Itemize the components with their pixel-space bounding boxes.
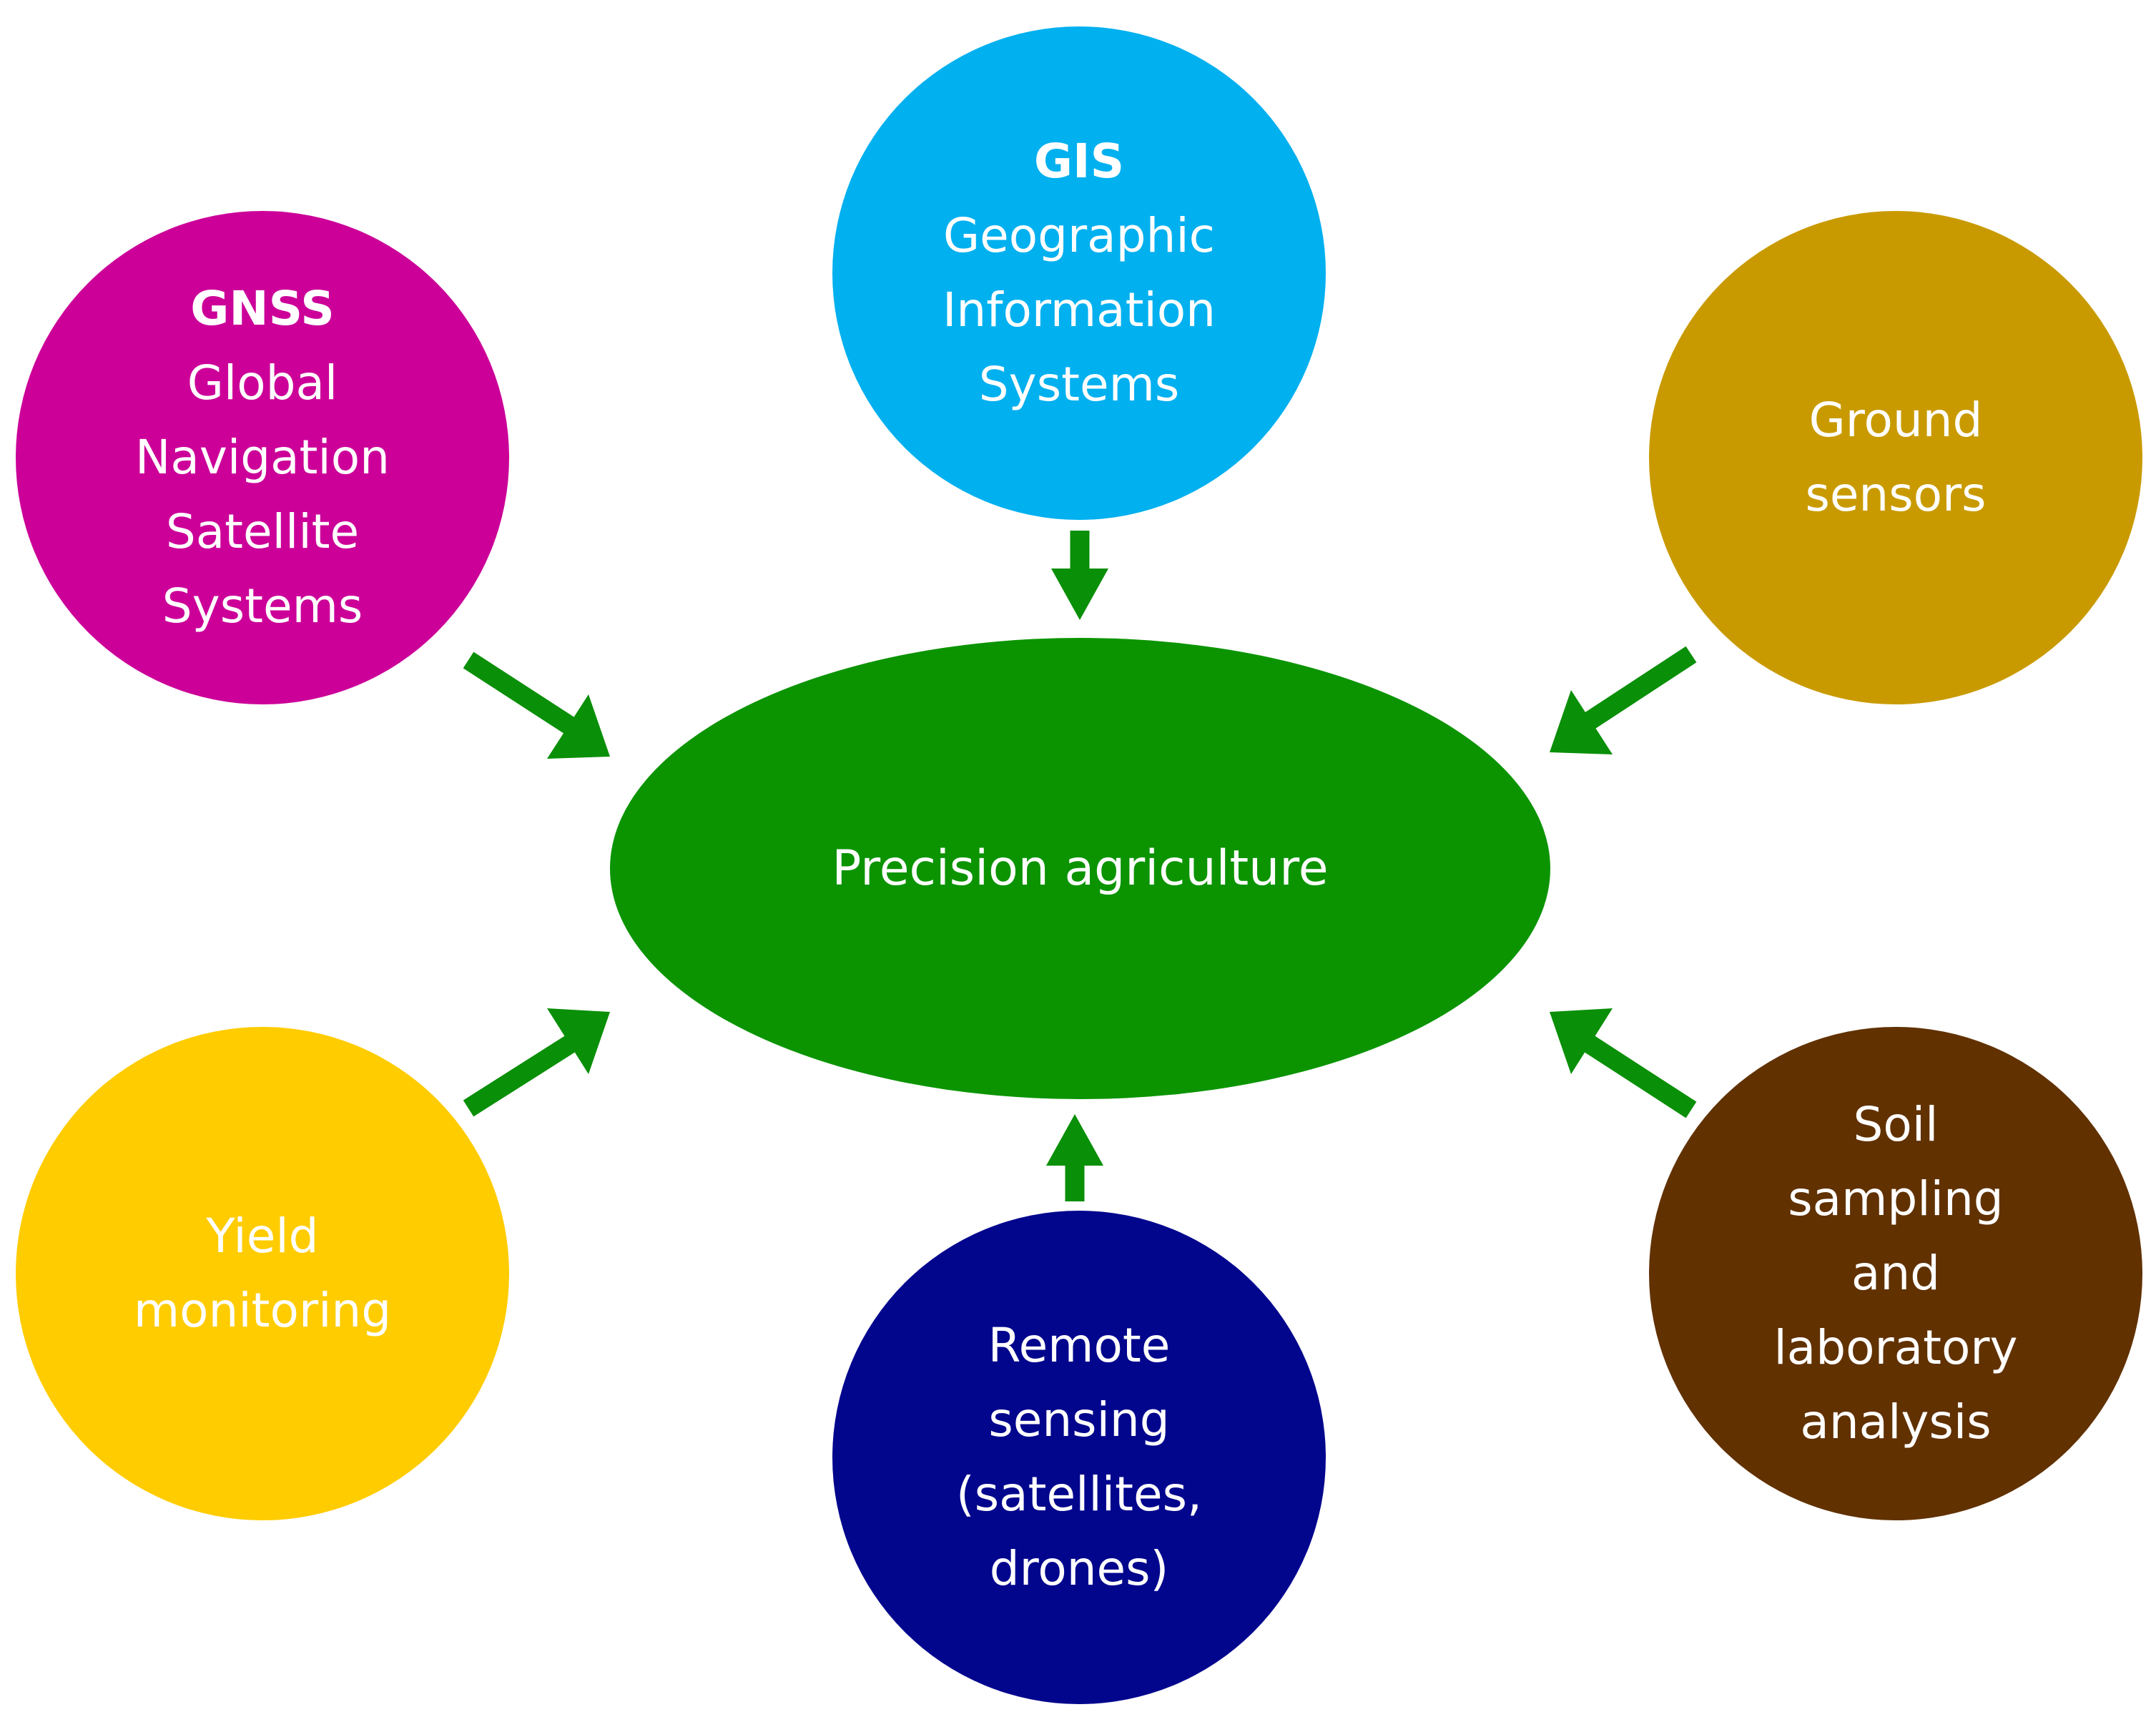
- node-gnss-line-2: Navigation: [135, 430, 390, 485]
- node-soil-line-4: laboratory: [1773, 1320, 2018, 1375]
- node-gnss: GNSS Global Navigation Satellite Systems: [16, 211, 509, 704]
- node-remote-line-4: drones): [989, 1541, 1169, 1596]
- node-yield-line-2: monitoring: [133, 1283, 392, 1338]
- node-soil-sampling: Soil sampling and laboratory analysis: [1649, 1027, 2142, 1520]
- node-soil-line-5: analysis: [1800, 1394, 1992, 1450]
- node-gnss-line-4: Systems: [162, 579, 363, 634]
- node-ground-line-1: Ground: [1808, 393, 1983, 448]
- node-ground-line-2: sensors: [1805, 467, 1987, 522]
- node-remote-line-3: (satellites,: [956, 1467, 1202, 1522]
- node-soil-line-1: Soil: [1853, 1097, 1939, 1152]
- node-yield-line-1: Yield: [206, 1209, 319, 1264]
- node-soil-line-2: sampling: [1788, 1171, 2004, 1226]
- arrow-soil-to-center: [1550, 1008, 1697, 1118]
- node-gis-line-3: Systems: [978, 357, 1180, 412]
- arrow-gis-to-center: [1051, 531, 1108, 620]
- node-gis-line-1: Geographic: [943, 208, 1215, 263]
- node-gnss-title: GNSS: [190, 281, 335, 336]
- node-gnss-line-3: Satellite: [165, 504, 360, 559]
- node-soil-line-3: and: [1851, 1246, 1941, 1301]
- arrow-gnss-to-center: [463, 651, 610, 759]
- center-node-label: Precision agriculture: [832, 840, 1329, 897]
- center-node-precision-agriculture: Precision agriculture: [610, 638, 1550, 1099]
- arrow-remote-to-center: [1046, 1114, 1103, 1201]
- arrow-ground-to-center: [1550, 646, 1697, 754]
- node-gnss-line-1: Global: [187, 355, 338, 410]
- node-remote-line-1: Remote: [988, 1318, 1171, 1373]
- arrow-yield-to-center: [463, 1008, 610, 1117]
- node-gis-title: GIS: [1033, 134, 1125, 189]
- node-yield-monitoring: Yield monitoring: [16, 1027, 509, 1520]
- node-gis: GIS Geographic Information Systems: [832, 26, 1326, 520]
- node-ground-sensors: Ground sensors: [1649, 211, 2142, 704]
- node-remote-line-2: sensing: [988, 1392, 1170, 1447]
- node-gis-line-2: Information: [942, 282, 1216, 338]
- node-remote-sensing: Remote sensing (satellites, drones): [832, 1211, 1326, 1704]
